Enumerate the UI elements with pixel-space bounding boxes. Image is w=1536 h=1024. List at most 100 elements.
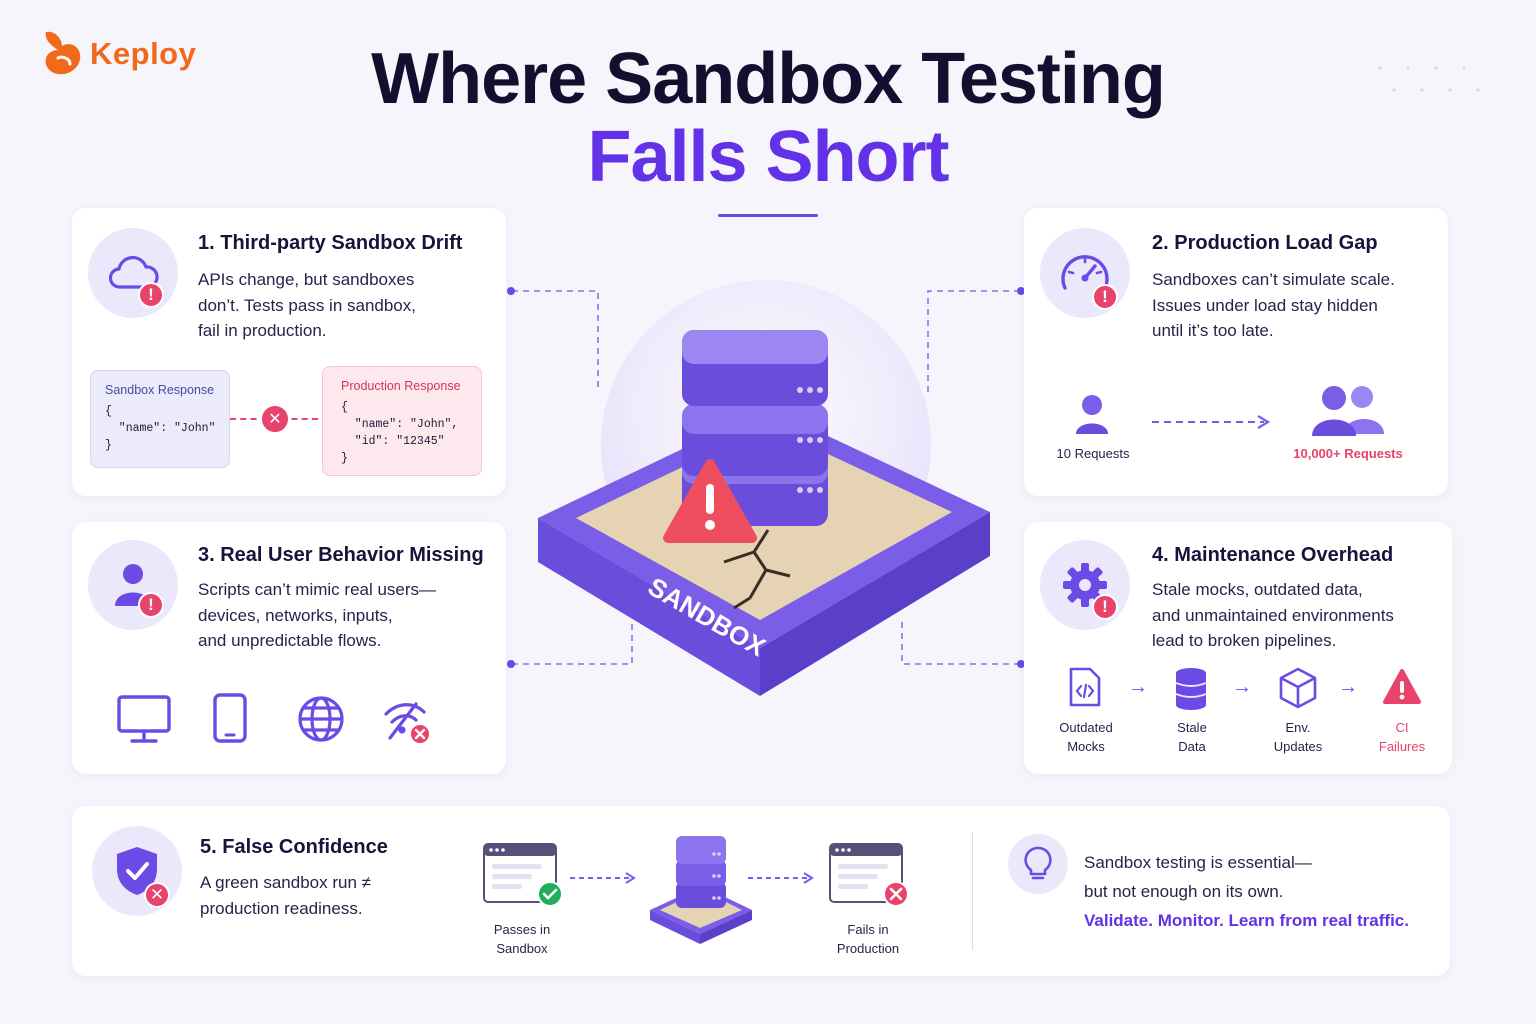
alert-triangle-icon	[1383, 669, 1421, 704]
mismatch-x-icon: ✕	[260, 404, 290, 434]
divider	[972, 832, 973, 950]
brand-name: Keploy	[90, 36, 197, 71]
card-body: Scripts can’t mimic real users— devices,…	[198, 577, 436, 654]
sandbox-response-box: Sandbox Response { "name": "John" }	[90, 370, 230, 468]
fail-label: Fails in Production	[818, 920, 918, 958]
step-label: CI	[1395, 720, 1409, 735]
title-underline	[718, 214, 818, 217]
takeaway-line: Sandbox testing is essential—	[1084, 853, 1312, 872]
load-right-label: 10,000+ Requests	[1293, 446, 1403, 461]
dashed-arrow	[570, 872, 636, 884]
card-maintenance: ! 4. Maintenance Overhead Stale mocks, o…	[1024, 522, 1452, 774]
fail-label-line: Fails in	[847, 922, 889, 937]
body-line: and unpredictable flows.	[198, 631, 382, 650]
dashed-arrow	[748, 872, 814, 884]
sandbox-illustration: SANDBOX	[538, 280, 990, 696]
title-line-2: Falls Short	[587, 117, 949, 197]
card-title: 1. Third-party Sandbox Drift	[198, 232, 463, 254]
fail-label-line: Production	[836, 941, 900, 956]
body-line: don’t. Tests pass in sandbox,	[198, 295, 416, 315]
lightbulb-icon	[1024, 846, 1052, 880]
decorative-dots	[1378, 66, 1480, 92]
body-line: devices, networks, inputs,	[198, 605, 393, 625]
card-body: Sandboxes can’t simulate scale. Issues u…	[1152, 267, 1395, 344]
body-line: until it’s too late.	[1152, 321, 1274, 340]
production-response-label: Production Response	[341, 379, 461, 393]
card-title: 2. Production Load Gap	[1152, 232, 1378, 254]
mini-sandbox-icon	[650, 836, 752, 944]
card-load-gap: ! 2. Production Load Gap Sandboxes can’t…	[1024, 208, 1448, 496]
warning-icon	[663, 459, 757, 543]
database-icon	[1175, 668, 1207, 710]
alert-badge-icon: !	[1092, 594, 1118, 620]
cloud-icon-wrap: !	[88, 228, 178, 318]
keploy-logo: Keploy	[40, 28, 196, 80]
code-file-icon	[1069, 667, 1101, 707]
body-line: APIs change, but sandboxes	[198, 270, 415, 289]
server-stack	[682, 330, 828, 526]
step-label: Updates	[1273, 739, 1323, 754]
card-user-behavior: ! 3. Real User Behavior Missing Scripts …	[72, 522, 506, 774]
step-label: Failures	[1378, 739, 1426, 754]
card-title: 4. Maintenance Overhead	[1152, 544, 1394, 566]
globe-icon	[298, 696, 344, 742]
shield-icon-wrap: ✕	[92, 826, 182, 916]
shield-check-icon	[117, 847, 157, 895]
scale-arrow	[1152, 415, 1271, 429]
production-response-box: Production Response { "name": "John", "i…	[322, 366, 482, 476]
card-title: 3. Real User Behavior Missing	[198, 544, 484, 566]
step-ci-failures: CI Failures	[1358, 718, 1446, 756]
user-icon-wrap: !	[88, 540, 178, 630]
card-sandbox-drift: ! 1. Third-party Sandbox Drift APIs chan…	[72, 208, 506, 496]
title-line-1: Where Sandbox Testing	[371, 39, 1166, 119]
step-label: Outdated	[1059, 720, 1113, 735]
pass-label-line: Sandbox	[496, 941, 548, 956]
body-line: production readiness.	[200, 898, 363, 918]
step-label: Env.	[1285, 720, 1311, 735]
step-label: Stale	[1177, 720, 1207, 735]
card-body: Stale mocks, outdated data, and unmainta…	[1152, 577, 1394, 654]
arrow-right-icon: →	[1128, 676, 1148, 698]
takeaway-text: Sandbox testing is essential— but not en…	[1084, 848, 1409, 935]
body-line: Scripts can’t mimic real users—	[198, 580, 437, 599]
user-group-icon	[1312, 386, 1384, 436]
body-line: Stale mocks, outdated data,	[1152, 580, 1363, 599]
card-false-confidence: ✕ 5. False Confidence A green sandbox ru…	[72, 806, 1450, 976]
sandbox-response-label: Sandbox Response	[105, 383, 215, 397]
alert-badge-icon: !	[1092, 284, 1118, 310]
body-line: and unmaintained environments	[1152, 605, 1394, 625]
gear-icon-wrap: !	[1040, 540, 1130, 630]
wifi-off-icon	[384, 702, 431, 745]
step-label: Mocks	[1067, 739, 1105, 754]
body-line: Issues under load stay hidden	[1152, 295, 1378, 315]
alert-badge-icon: !	[138, 592, 164, 618]
x-badge-icon: ✕	[144, 882, 170, 908]
body-line: lead to broken pipelines.	[1152, 631, 1337, 650]
sandbox-response-code: { "name": "John" }	[105, 405, 216, 452]
arrow-right-icon: →	[1232, 676, 1252, 698]
lightbulb-icon-wrap	[1008, 834, 1068, 894]
body-line: fail in production.	[198, 321, 327, 340]
tablet-icon	[213, 693, 247, 743]
cloud-icon	[108, 256, 159, 289]
card-title: 5. False Confidence	[200, 836, 388, 858]
step-label: Data	[1178, 739, 1206, 754]
single-user-icon	[1076, 395, 1108, 434]
speedometer-icon	[1061, 255, 1109, 290]
package-icon	[1279, 667, 1317, 709]
card-body: APIs change, but sandboxes don’t. Tests …	[198, 267, 416, 344]
monitor-icon	[117, 695, 171, 743]
gauge-icon-wrap: !	[1040, 228, 1130, 318]
page-title: Where Sandbox Testing Falls Short	[0, 40, 1536, 196]
step-env-updates: Env. Updates	[1254, 718, 1342, 756]
body-line: A green sandbox run ≠	[200, 873, 371, 892]
takeaway-line: but not enough on its own.	[1084, 882, 1284, 901]
body-line: Sandboxes can’t simulate scale.	[1152, 270, 1395, 289]
alert-badge-icon: !	[138, 282, 164, 308]
arrow-right-icon: →	[1338, 676, 1358, 698]
load-left-label: 10 Requests	[1056, 446, 1130, 461]
card-body: A green sandbox run ≠ production readine…	[200, 870, 371, 921]
browser-pass-icon	[483, 843, 563, 907]
